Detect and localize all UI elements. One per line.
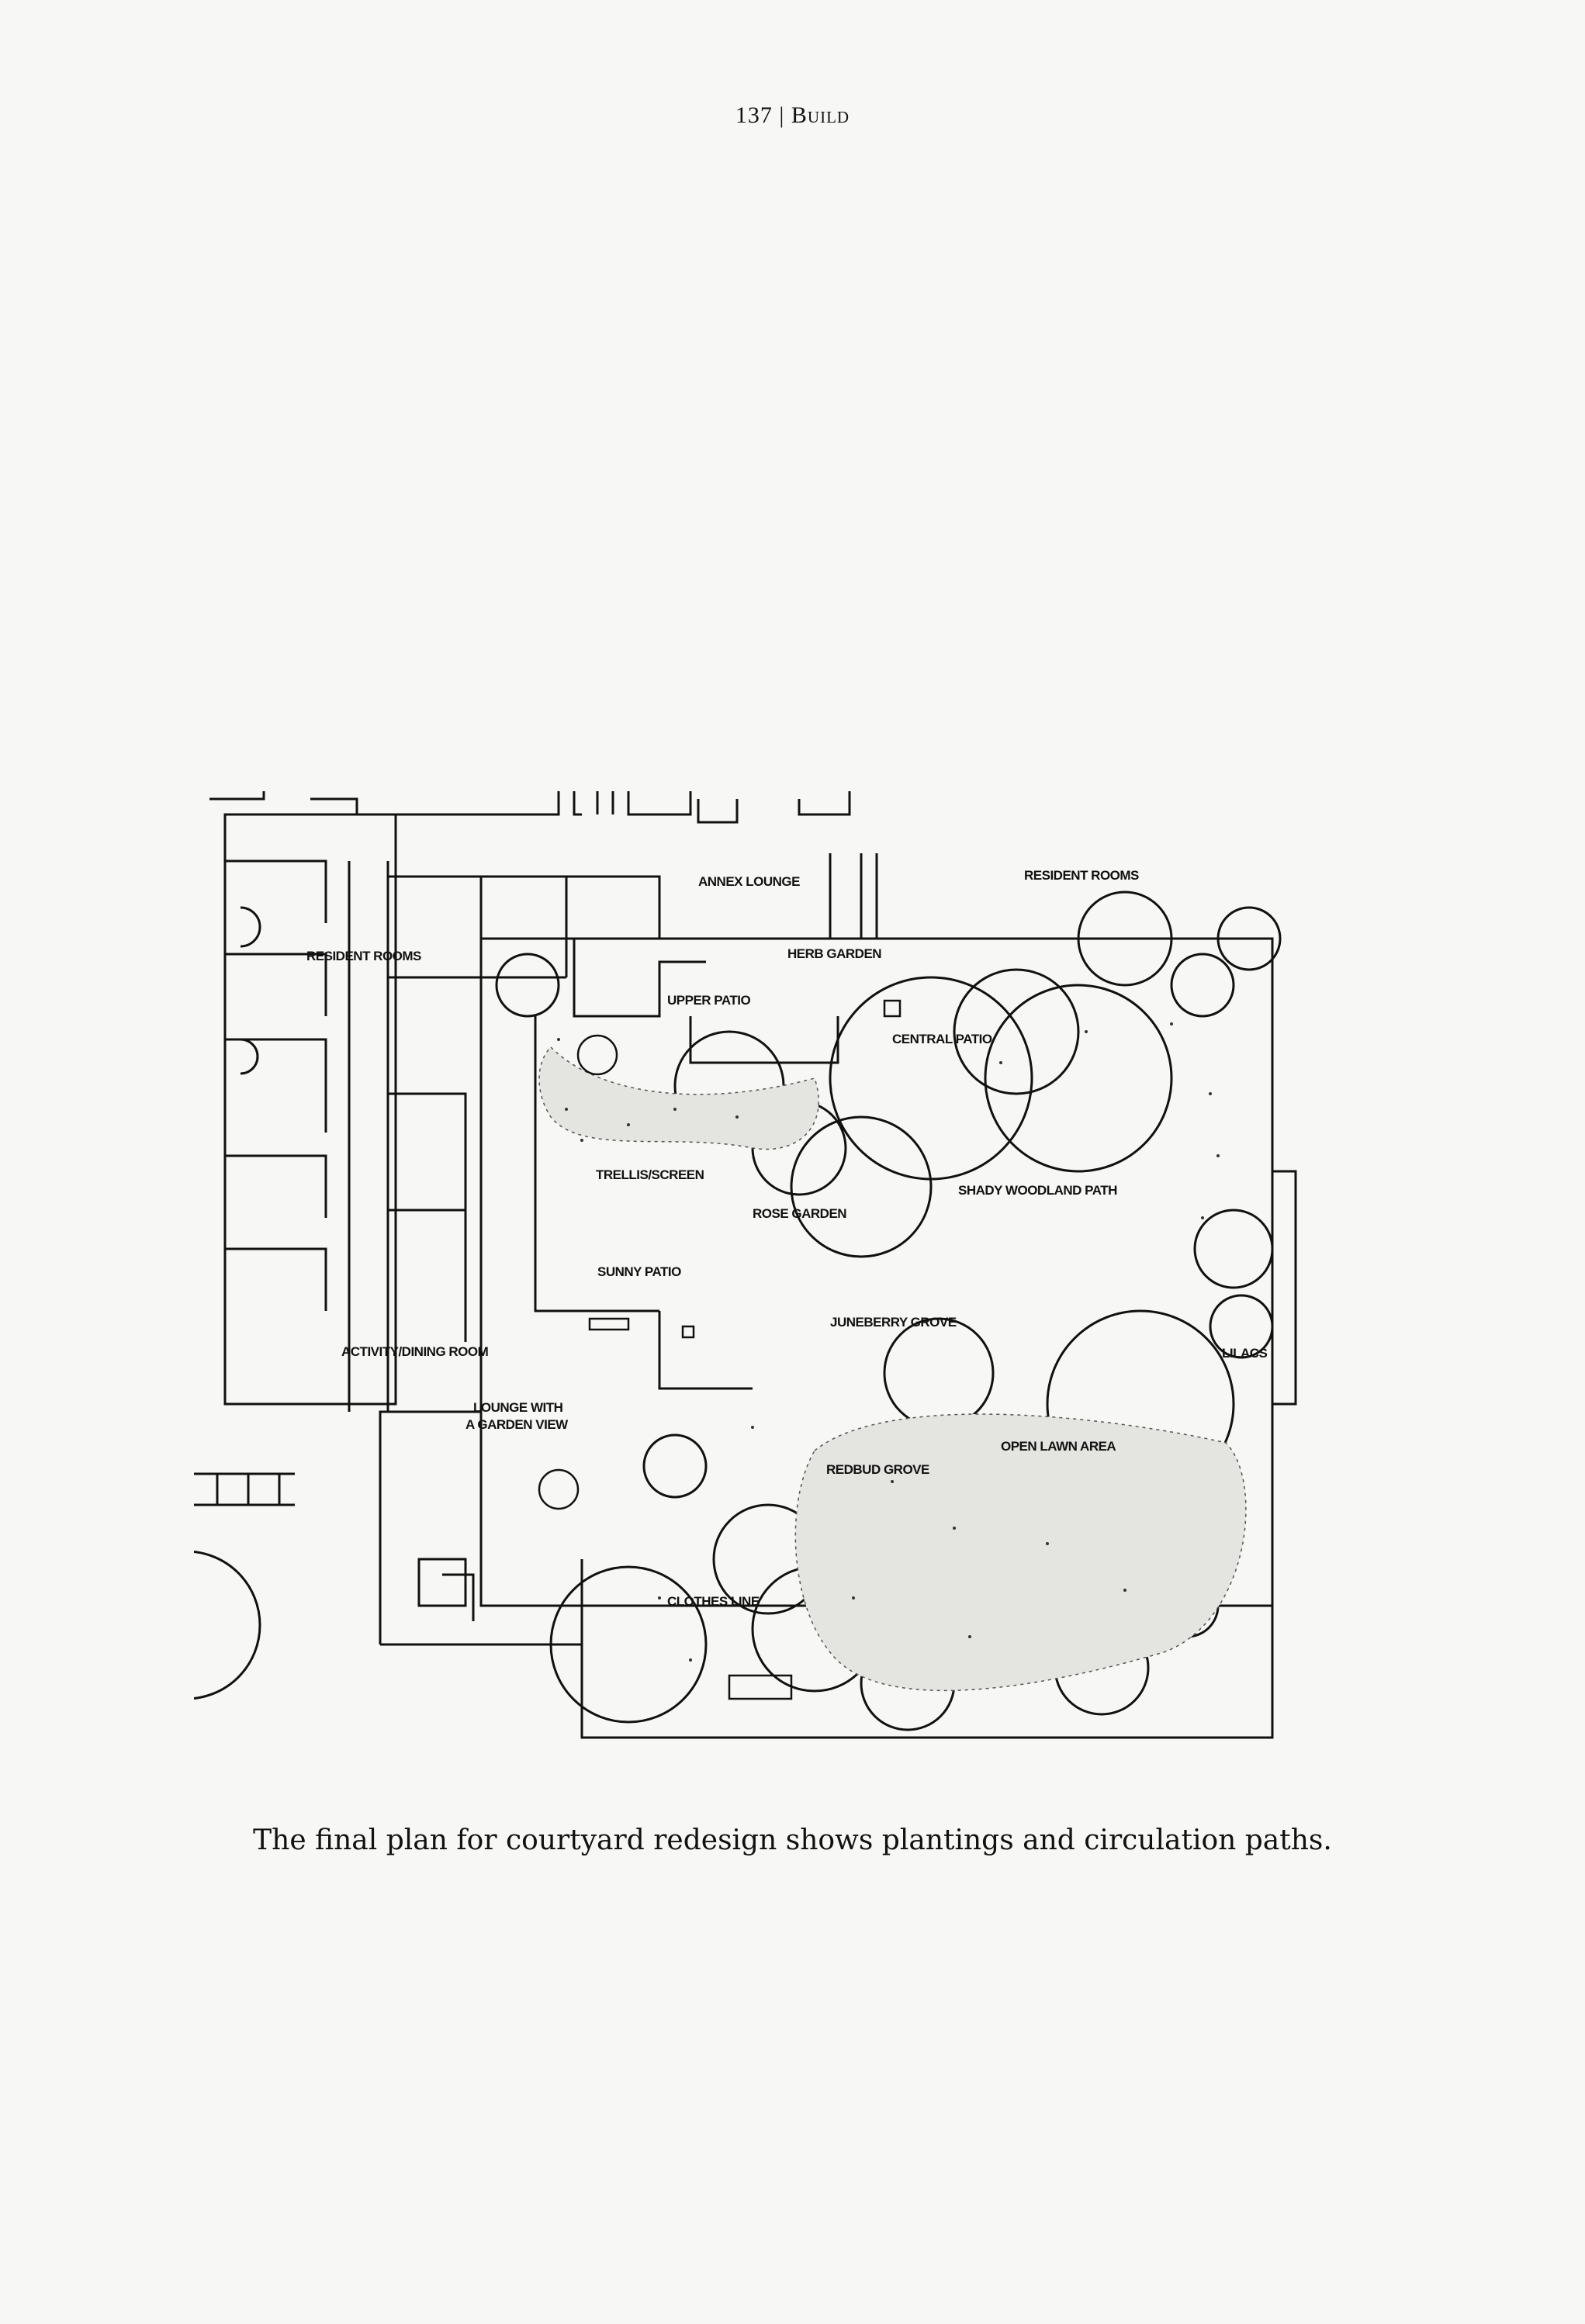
label-clothes-line: CLOTHES LINE	[667, 1594, 760, 1609]
label-herb-garden: HERB GARDEN	[787, 946, 881, 961]
courtyard-plan-drawing: ANNEX LOUNGE RESIDENT ROOMS RESIDENT ROO…	[194, 783, 1358, 1807]
label-annex-lounge: ANNEX LOUNGE	[698, 874, 800, 889]
figure-caption: The final plan for courtyard redesign sh…	[253, 1824, 1332, 1856]
section-title: Build	[791, 102, 850, 128]
label-lounge-line1: LOUNGE WITH	[473, 1400, 563, 1415]
label-shady-woodland-path: SHADY WOODLAND PATH	[958, 1183, 1117, 1198]
page-header: 137 | Build	[0, 102, 1585, 129]
label-lilacs: LILACS	[1222, 1346, 1268, 1361]
page-number: 137	[735, 102, 773, 128]
label-activity-dining-room: ACTIVITY/DINING ROOM	[341, 1344, 489, 1359]
header-separator: |	[772, 102, 791, 128]
label-lounge-line2: A GARDEN VIEW	[465, 1417, 569, 1432]
label-central-patio: CENTRAL PATIO	[892, 1032, 992, 1046]
label-redbud-grove: REDBUD GROVE	[826, 1462, 929, 1477]
label-resident-rooms-left: RESIDENT ROOMS	[306, 949, 421, 963]
label-resident-rooms-top: RESIDENT ROOMS	[1024, 868, 1139, 883]
label-trellis-screen: TRELLIS/SCREEN	[596, 1167, 704, 1182]
label-upper-patio: UPPER PATIO	[667, 993, 750, 1008]
label-rose-garden: ROSE GARDEN	[753, 1206, 846, 1221]
label-open-lawn-area: OPEN LAWN AREA	[1001, 1439, 1116, 1454]
label-juneberry-grove: JUNEBERRY GROVE	[830, 1315, 957, 1330]
label-sunny-patio: SUNNY PATIO	[597, 1264, 681, 1279]
